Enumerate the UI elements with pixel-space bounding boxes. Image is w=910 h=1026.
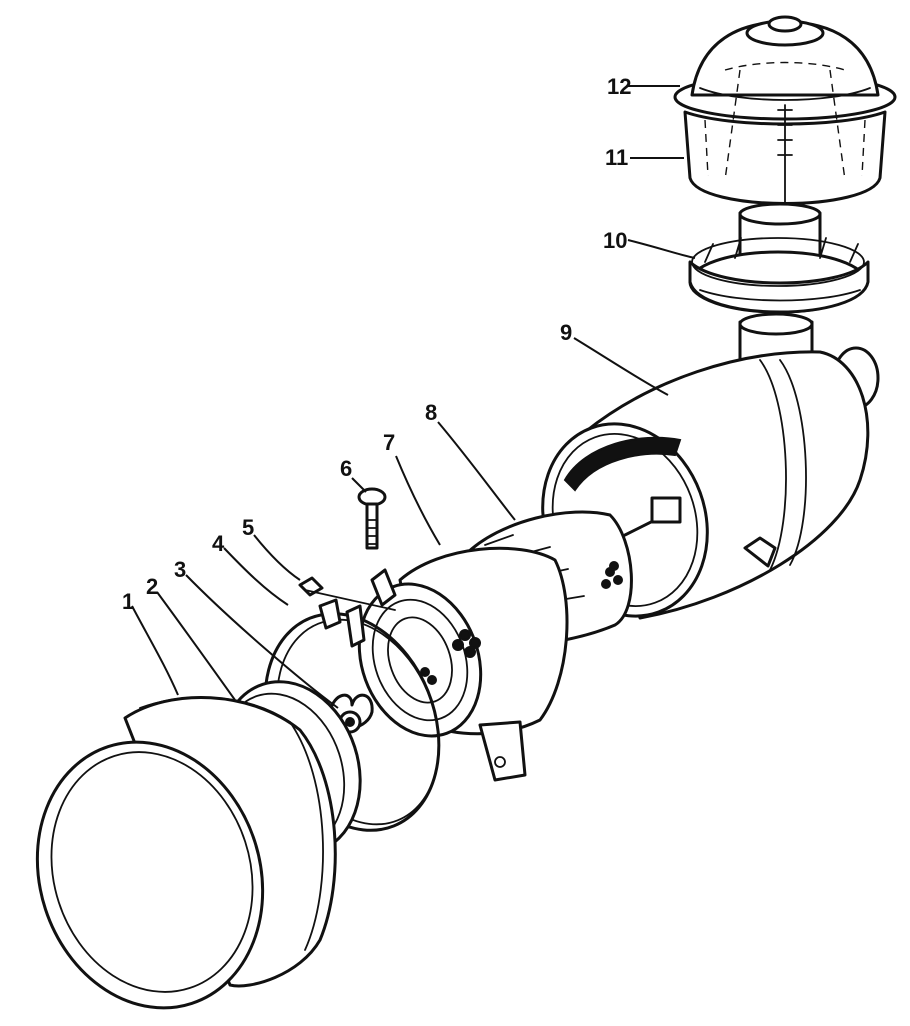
part-6-bolt: [357, 487, 387, 550]
callout-11: 11: [605, 145, 628, 170]
callout-4: 4: [212, 531, 225, 556]
callout-1: 1: [122, 589, 134, 614]
part-1-end-cap: [35, 696, 337, 1010]
leader-lines: [131, 85, 696, 709]
callout-9: 9: [560, 320, 572, 345]
callout-6: 6: [340, 456, 352, 481]
callout-3: 3: [174, 557, 186, 582]
part-11-bowl: [683, 69, 887, 206]
callout-12: 12: [607, 74, 631, 99]
part-10-vane-ring: [688, 202, 870, 314]
part-7-outer-element: [357, 546, 569, 782]
callout-8: 8: [425, 400, 437, 425]
callout-5: 5: [242, 515, 254, 540]
clamp-bracket: [304, 568, 397, 611]
part-12-cover: [673, 15, 897, 121]
callout-7: 7: [383, 430, 395, 455]
part-5-square-nut: [298, 576, 324, 597]
callout-labels: 1 2 3 4 5 6 7 8 9 10 11 12: [122, 74, 631, 614]
callout-10: 10: [603, 228, 627, 253]
callout-2: 2: [146, 574, 158, 599]
